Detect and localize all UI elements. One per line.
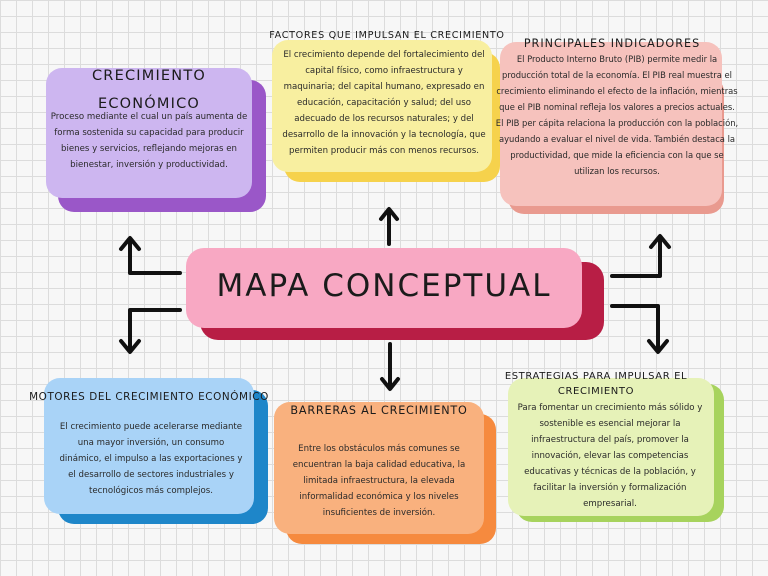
card-indicadores-text: El Producto Interno Bruto (PIB) permite … <box>495 54 739 176</box>
arrow-to-indicadores <box>610 234 671 278</box>
arrow-to-factores <box>379 207 399 246</box>
card-crecimiento-text: Proceso mediante el cual un país aumenta… <box>50 112 248 170</box>
arrow-to-estrategias <box>610 304 669 354</box>
center-node-face <box>186 248 582 328</box>
card-barreras-text: Entre los obstáculos más comunes se encu… <box>292 444 466 518</box>
arrow-to-motores <box>119 308 182 354</box>
card-indicadores-face <box>500 42 722 206</box>
card-motores-title: MOTORES DEL CRECIMIENTO ECONÓMICO <box>29 391 269 403</box>
arrow-to-crecimiento <box>119 236 182 275</box>
center-title: MAPA CONCEPTUAL <box>216 268 552 304</box>
card-motores-face <box>44 378 254 514</box>
card-barreras-face <box>274 402 484 534</box>
card-motores-text: El crecimiento puede acelerarse mediante… <box>59 422 243 496</box>
arrow-to-barreras <box>380 342 400 391</box>
card-factores-face <box>272 40 492 172</box>
card-estrategias-face <box>508 378 714 516</box>
card-barreras-title: BARRERAS AL CRECIMIENTO <box>290 404 468 417</box>
card-factores-title: FACTORES QUE IMPULSAN EL CRECIMIENTO <box>269 30 505 41</box>
card-estrategias-text: Para fomentar un crecimiento más sólido … <box>517 403 703 509</box>
card-crecimiento-face <box>46 68 252 198</box>
card-factores-text: El crecimiento depende del fortalecimien… <box>282 50 486 156</box>
card-estrategias-title: ESTRATEGIAS PARA IMPULSAR EL CRECIMIENTO <box>504 371 688 397</box>
card-crecimiento-title: CRECIMIENTO ECONÓMICO <box>91 68 207 112</box>
card-indicadores-title: PRINCIPALES INDICADORES <box>523 37 701 50</box>
